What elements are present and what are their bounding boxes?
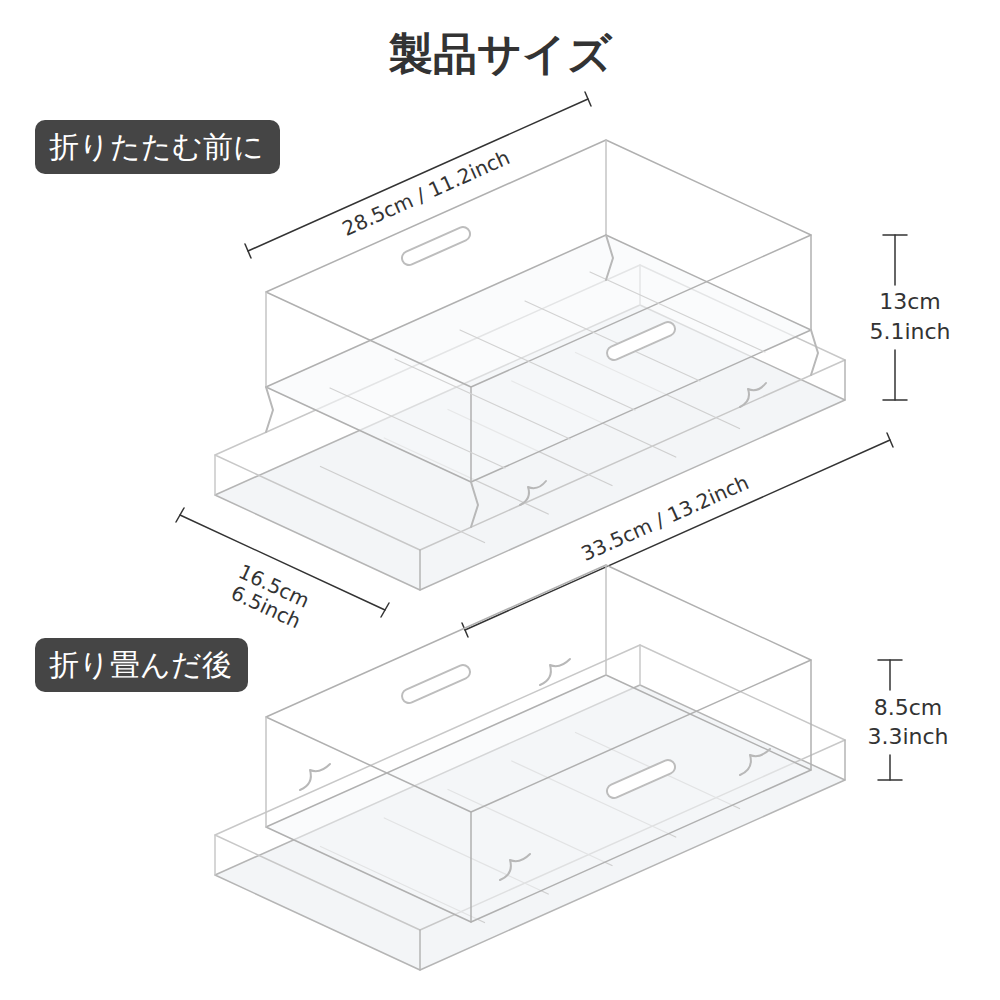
dimension-label: 5.1inch: [869, 320, 950, 344]
badge-text: 折り畳んだ後: [49, 647, 234, 683]
section-badge: 折りたたむ前に: [35, 120, 280, 174]
bin-after: [266, 565, 811, 922]
dimension-lines-before: [176, 92, 907, 637]
dimension-lines-after: [878, 660, 902, 780]
dimension-label: 3.3inch: [867, 725, 948, 749]
dimension-label: 13cm: [879, 290, 941, 314]
dimension-label: 8.5cm: [874, 696, 943, 720]
page-title: 製品サイズ: [389, 30, 612, 78]
section-badge: 折り畳んだ後: [35, 638, 248, 692]
tray-after: [215, 645, 845, 970]
bin-before: [266, 140, 818, 527]
badge-text: 折りたたむ前に: [49, 129, 266, 165]
